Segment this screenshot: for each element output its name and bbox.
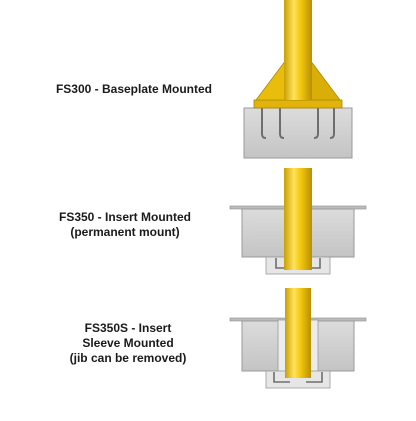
- fs300-label-line-1: FS300 - Baseplate Mounted: [55, 82, 213, 96]
- fs350-pole: [284, 168, 312, 270]
- fs350s-illustration: [229, 288, 367, 389]
- fs300-base-plate: [253, 99, 343, 109]
- fs350s-pole: [285, 288, 311, 378]
- fs300-concrete-block: [243, 107, 353, 159]
- fs300-gusset-right: [309, 58, 341, 101]
- fs350s-label-line-3: (jib can be removed): [69, 351, 187, 365]
- fs350-illustration: [229, 168, 367, 275]
- fs350s-label-line-2: Sleeve Mounted: [82, 336, 174, 350]
- fs300-label: FS300 - Baseplate Mounted: [34, 82, 234, 97]
- fs350-label-line-1: FS350 - Insert Mounted: [58, 210, 192, 224]
- fs350-label: FS350 - Insert Mounted (permanent mount): [30, 210, 220, 240]
- fs300-pole: [284, 0, 312, 100]
- fs350-label-line-2: (permanent mount): [70, 225, 180, 239]
- fs350s-rebar: [273, 372, 323, 383]
- fs300-anchor-bolts: [261, 104, 335, 139]
- fs350s-label: FS350S - Insert Sleeve Mounted (jib can …: [38, 321, 218, 366]
- fs300-illustration: [243, 0, 353, 159]
- fs350s-label-line-1: FS350S - Insert: [84, 321, 172, 335]
- fs300-gusset-left: [255, 58, 287, 101]
